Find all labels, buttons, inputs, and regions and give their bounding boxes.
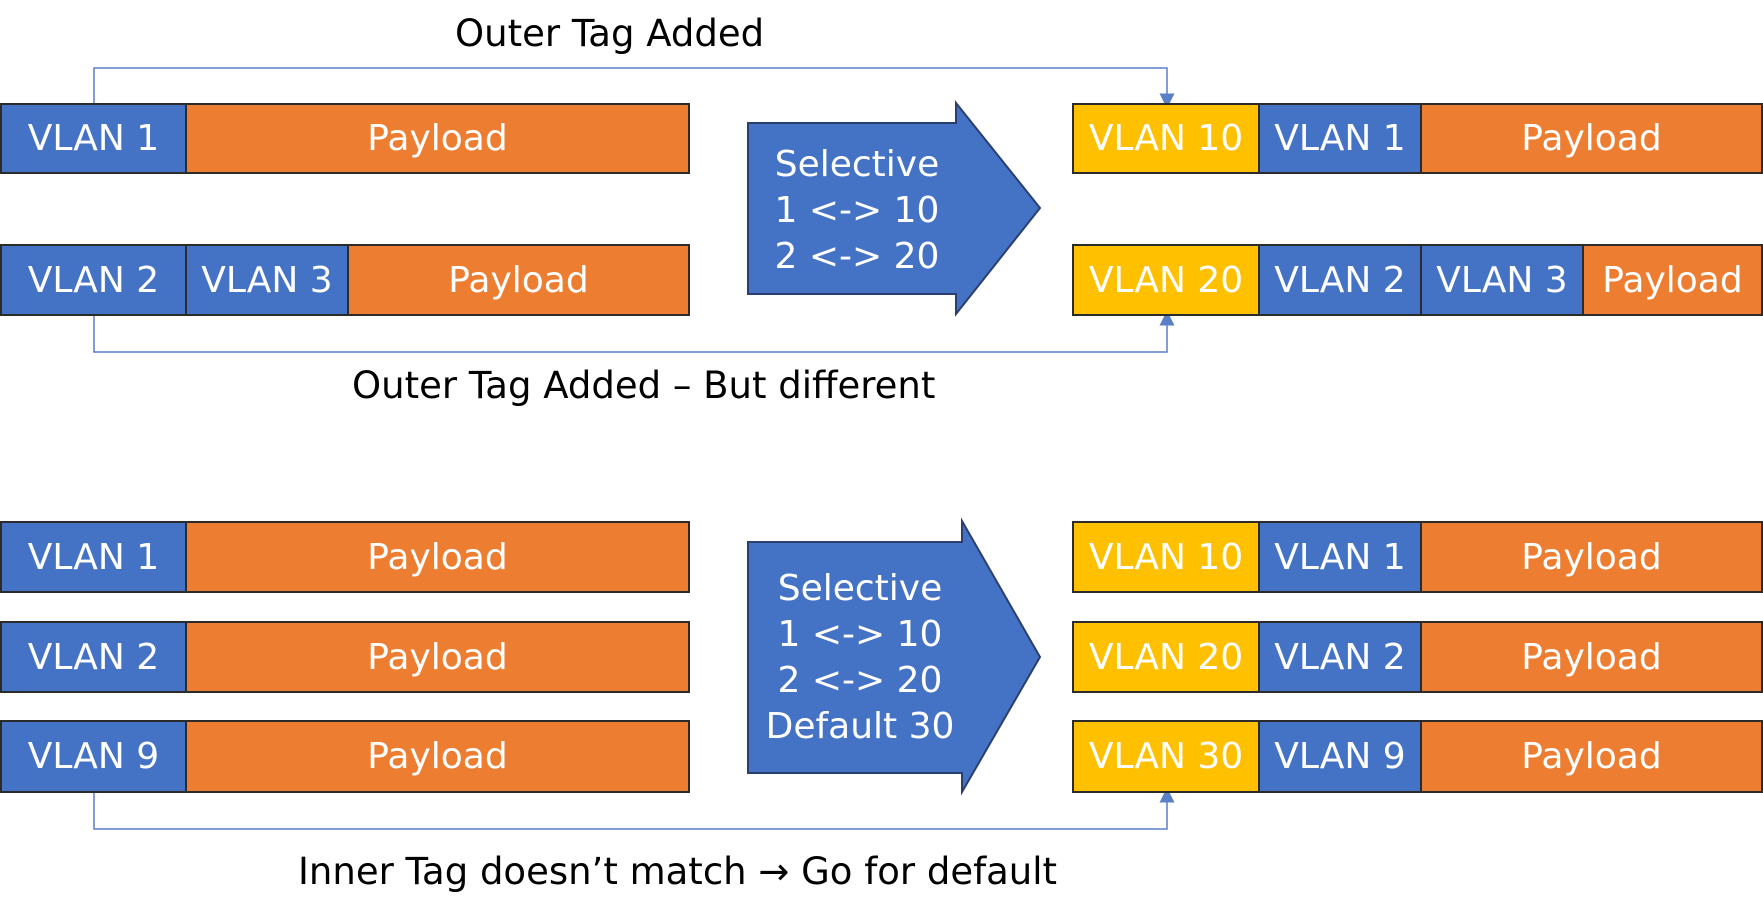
- caption-outer-tag-different: Outer Tag Added – But different: [352, 364, 936, 407]
- payload-block: Payload: [347, 244, 690, 316]
- vlan-tag: VLAN 9: [1258, 720, 1422, 793]
- caption-outer-tag-added: Outer Tag Added: [455, 12, 765, 55]
- connector-outer-tag-added: [93, 67, 1175, 109]
- outer-vlan-tag: VLAN 20: [1072, 621, 1260, 693]
- connector-inner-tag-default: [93, 787, 1175, 830]
- mapping-title: Selective: [777, 568, 943, 609]
- vlan-tag: VLAN 1: [1258, 521, 1422, 593]
- vlan-tag: VLAN 2: [0, 621, 187, 693]
- mapping-rule: 1 <-> 10: [777, 614, 943, 655]
- mapping-arrow-top: [747, 100, 1042, 317]
- vlan-tag: VLAN 2: [1258, 621, 1422, 693]
- vlan-tag: VLAN 1: [0, 103, 187, 174]
- payload-block: Payload: [1420, 103, 1763, 174]
- vlan-tag: VLAN 1: [1258, 103, 1422, 174]
- mapping-default: Default 30: [765, 706, 955, 747]
- outer-vlan-tag: VLAN 20: [1072, 244, 1260, 316]
- payload-block: Payload: [1420, 621, 1763, 693]
- payload-block: Payload: [185, 521, 690, 593]
- payload-block: Payload: [1420, 521, 1763, 593]
- payload-block: Payload: [185, 720, 690, 793]
- caption-inner-tag-default: Inner Tag doesn’t match → Go for default: [298, 850, 1058, 893]
- mapping-rule: 2 <-> 20: [774, 236, 940, 277]
- vlan-tag: VLAN 9: [0, 720, 187, 793]
- mapping-arrow-bottom: [747, 517, 1042, 796]
- outer-vlan-tag: VLAN 10: [1072, 521, 1260, 593]
- payload-block: Payload: [185, 103, 690, 174]
- payload-block: Payload: [185, 621, 690, 693]
- outer-vlan-tag: VLAN 30: [1072, 720, 1260, 793]
- mapping-rule: 2 <-> 20: [777, 660, 943, 701]
- vlan-tag: VLAN 3: [185, 244, 349, 316]
- mapping-title: Selective: [774, 144, 940, 185]
- vlan-tag: VLAN 2: [0, 244, 187, 316]
- vlan-tag: VLAN 1: [0, 521, 187, 593]
- vlan-tag: VLAN 2: [1258, 244, 1422, 316]
- mapping-rule: 1 <-> 10: [774, 190, 940, 231]
- mapping-label-top: Selective 1 <-> 10 2 <-> 20: [748, 142, 966, 280]
- mapping-label-bottom: Selective 1 <-> 10 2 <-> 20 Default 30: [748, 566, 972, 750]
- vlan-tag: VLAN 3: [1420, 244, 1584, 316]
- payload-block: Payload: [1582, 244, 1763, 316]
- connector-outer-tag-different: [93, 310, 1175, 353]
- outer-vlan-tag: VLAN 10: [1072, 103, 1260, 174]
- payload-block: Payload: [1420, 720, 1763, 793]
